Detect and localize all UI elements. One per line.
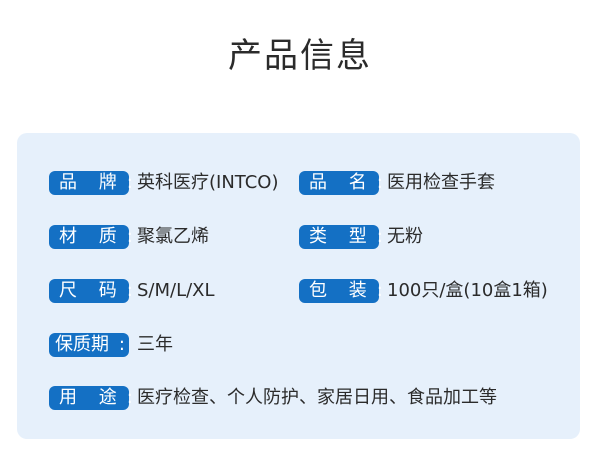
label-material-text: 材 质: [59, 226, 125, 247]
info-row-3: 尺 码 : S/M/L/XL 包 装 : 100只/盒(10盒1箱): [17, 278, 580, 304]
field-shelf-life: 保质期 : 三年: [49, 332, 173, 358]
label-type: 类 型 :: [299, 225, 383, 249]
label-name-text: 品 名: [309, 172, 375, 193]
value-name: 医用检查手套: [387, 172, 495, 193]
label-usage-colon: :: [126, 387, 133, 408]
label-size-colon: :: [126, 280, 133, 301]
label-shelf-life-text: 保质期: [55, 334, 109, 355]
value-brand: 英科医疗(INTCO): [137, 172, 279, 193]
label-material: 材 质 :: [49, 225, 133, 249]
label-brand-colon: :: [126, 172, 133, 193]
value-material: 聚氯乙烯: [137, 226, 209, 247]
field-usage: 用 途 : 医疗检查、个人防护、家居日用、食品加工等: [49, 385, 497, 411]
info-row-1: 品 牌 : 英科医疗(INTCO) 品 名 : 医用检查手套: [17, 170, 580, 196]
field-brand: 品 牌 : 英科医疗(INTCO): [49, 170, 279, 196]
info-row-4: 保质期 : 三年: [17, 332, 580, 358]
value-packaging: 100只/盒(10盒1箱): [387, 280, 548, 301]
field-type: 类 型 : 无粉: [299, 224, 423, 250]
info-row-2: 材 质 : 聚氯乙烯 类 型 : 无粉: [17, 224, 580, 250]
label-brand-text: 品 牌: [59, 172, 125, 193]
value-shelf-life: 三年: [137, 334, 173, 355]
field-size: 尺 码 : S/M/L/XL: [49, 278, 215, 304]
info-row-5: 用 途 : 医疗检查、个人防护、家居日用、食品加工等: [17, 385, 580, 411]
product-info-card: 品 牌 : 英科医疗(INTCO) 品 名 : 医用检查手套 材 质 : 聚氯乙…: [17, 133, 580, 439]
label-name: 品 名 :: [299, 171, 383, 195]
field-material: 材 质 : 聚氯乙烯: [49, 224, 209, 250]
label-type-colon: :: [376, 226, 383, 247]
page-title: 产品信息: [228, 36, 372, 76]
label-brand: 品 牌 :: [49, 171, 133, 195]
label-type-text: 类 型: [309, 226, 375, 247]
label-packaging: 包 装 :: [299, 279, 383, 303]
label-usage-text: 用 途: [59, 387, 125, 408]
value-size: S/M/L/XL: [137, 280, 215, 301]
label-usage: 用 途 :: [49, 386, 133, 410]
label-packaging-colon: :: [376, 280, 383, 301]
field-packaging: 包 装 : 100只/盒(10盒1箱): [299, 278, 548, 304]
label-shelf-life: 保质期 :: [49, 333, 129, 357]
label-name-colon: :: [376, 172, 383, 193]
label-shelf-life-colon: :: [118, 334, 125, 355]
label-packaging-text: 包 装: [309, 280, 375, 301]
label-size-text: 尺 码: [59, 280, 125, 301]
value-usage: 医疗检查、个人防护、家居日用、食品加工等: [137, 387, 497, 408]
field-name: 品 名 : 医用检查手套: [299, 170, 495, 196]
label-size: 尺 码 :: [49, 279, 133, 303]
label-material-colon: :: [126, 226, 133, 247]
value-type: 无粉: [387, 226, 423, 247]
